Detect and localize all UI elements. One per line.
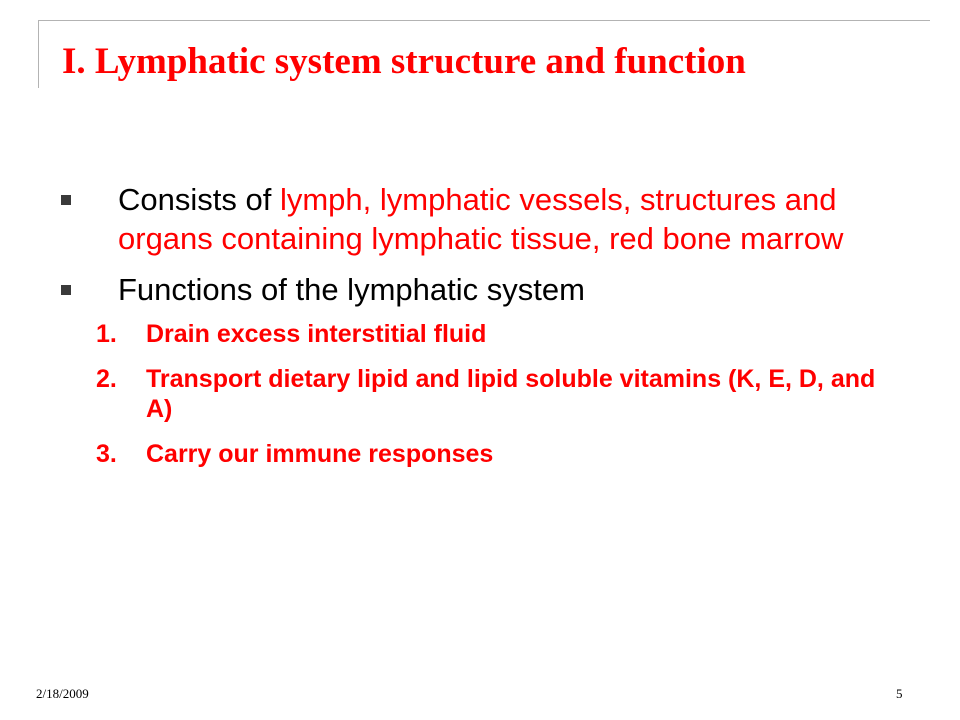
page-number: 5	[896, 686, 903, 701]
square-bullet-icon	[61, 195, 71, 205]
list-item-number: 1.	[96, 320, 117, 348]
list-item-number: 2.	[96, 365, 117, 393]
list-item-text: Carry our immune responses	[146, 440, 494, 468]
list-item-number: 3.	[96, 440, 117, 468]
frame-left-line	[38, 20, 39, 88]
bullet-lead-text: Functions of the lymphatic system	[118, 272, 585, 307]
bullet-lead-text: Consists of	[118, 182, 280, 217]
list-item-text: Transport dietary lipid and lipid solubl…	[146, 365, 876, 423]
list-item: 3. Carry our immune responses	[60, 439, 890, 469]
bullet-highlight-text: lymph, lymphatic vessels, structures and…	[118, 182, 844, 256]
slide-body: Consists of lymph, lymphatic vessels, st…	[60, 180, 890, 484]
footer-date: 2/18/2009	[36, 686, 89, 701]
bullet-consists: Consists of lymph, lymphatic vessels, st…	[60, 180, 890, 258]
slide-title: I. Lymphatic system structure and functi…	[62, 41, 746, 82]
list-item-text: Drain excess interstitial fluid	[146, 320, 487, 348]
functions-list: 1. Drain excess interstitial fluid 2. Tr…	[60, 319, 890, 469]
bullet-functions: Functions of the lymphatic system	[60, 270, 890, 309]
square-bullet-icon	[61, 285, 71, 295]
frame-top-line	[38, 20, 930, 21]
list-item: 2. Transport dietary lipid and lipid sol…	[60, 364, 890, 424]
list-item: 1. Drain excess interstitial fluid	[60, 319, 890, 349]
